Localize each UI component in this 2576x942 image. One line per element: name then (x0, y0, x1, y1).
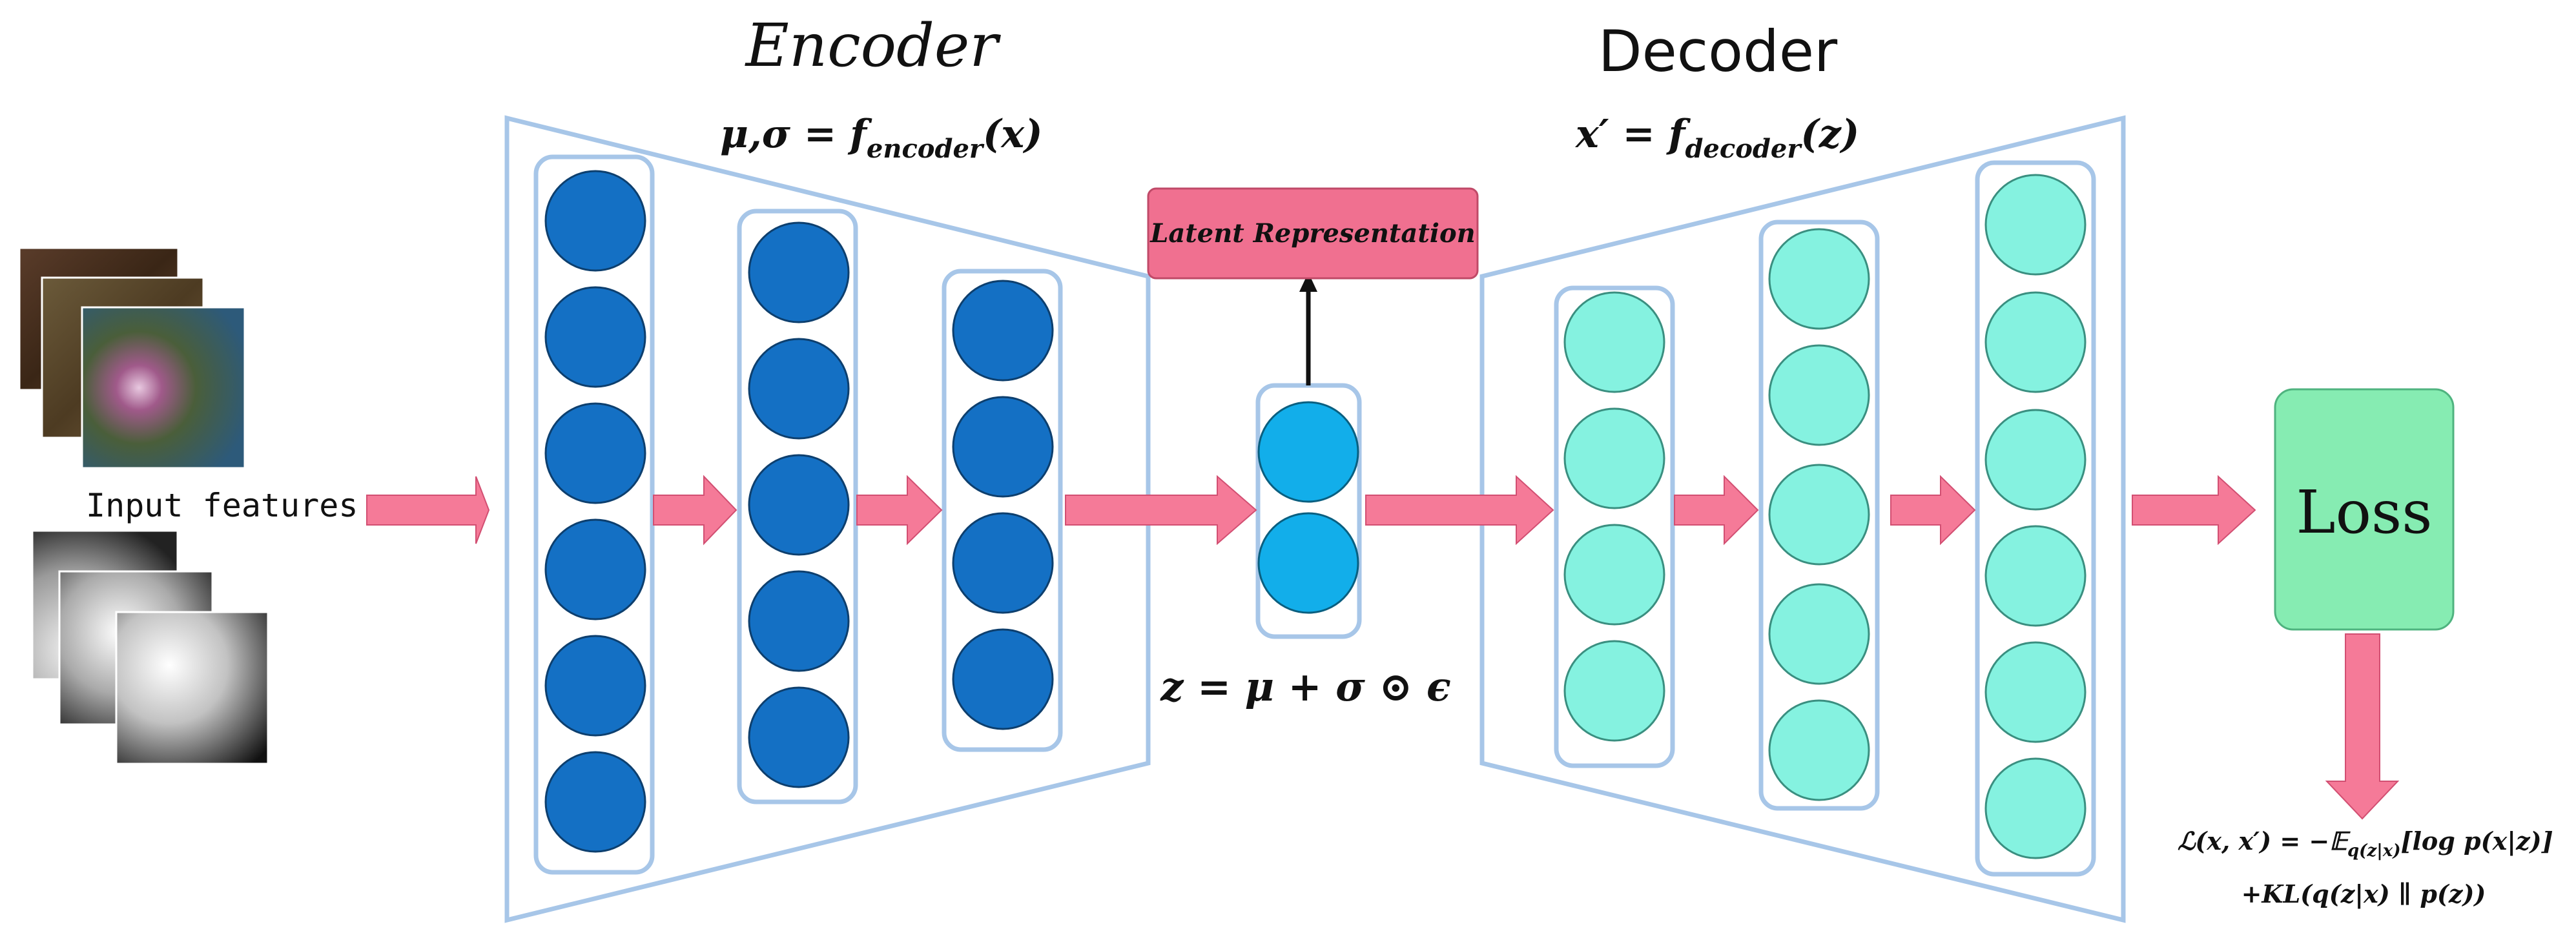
decoder-nodes (1563, 174, 2087, 859)
loss-label: Loss (2296, 478, 2433, 547)
decoder-node (1984, 525, 2087, 627)
latent-nodes (1257, 401, 1359, 614)
decoder-layer-1 (1554, 285, 1675, 768)
encoder-node (748, 686, 850, 788)
decoder-formula-main: x′ = f (1574, 112, 1691, 157)
arrow-enc1-to-enc2 (653, 475, 737, 546)
encoder-node (748, 570, 850, 672)
latent-representation-label: Latent Representation (1149, 218, 1476, 249)
decoder-node (1768, 699, 1870, 801)
flow-arrows (366, 475, 2400, 820)
arrow-loss-down (2325, 633, 2400, 820)
loss-formula-line1-main: ℒ(x, x′) = −𝔼 (2178, 826, 2351, 855)
encoder-node (952, 396, 1054, 498)
input-image-stack-gray (31, 529, 269, 765)
encoder-formula-arg: (x) (983, 112, 1043, 157)
encoder-title: Encoder (745, 11, 1002, 80)
decoder-node (1563, 291, 1665, 393)
encoder-node (544, 170, 646, 272)
input-image-stack-color (18, 247, 246, 469)
encoder-node (544, 402, 646, 504)
arrow-decoder-to-loss (2132, 475, 2256, 546)
decoder-node (1563, 640, 1665, 742)
latent-representation-box (1147, 187, 1479, 280)
latent-node (1257, 401, 1359, 503)
arrow-enc2-to-enc3 (856, 475, 943, 546)
decoder-node (1984, 757, 2087, 859)
encoder-layer-3 (942, 269, 1063, 752)
decoder-layer-3 (1975, 160, 2096, 877)
loss-formula-line1: ℒ(x, x′) = −𝔼q(z|x)[log p(x|z)] (2178, 826, 2553, 861)
decoder-formula: x′ = fdecoder(z) (1574, 112, 1859, 164)
encoder-layer-2 (737, 209, 858, 804)
arrow-latent-to-dec1 (1365, 475, 1554, 546)
decoder-node (1563, 524, 1665, 626)
loss-formula-line1-rest: [log p(x|z)] (2401, 826, 2553, 855)
decoder-node (1984, 174, 2087, 276)
encoder-node (544, 286, 646, 388)
encoder-node (544, 518, 646, 620)
arrow-input-to-encoder (366, 476, 490, 544)
decoder-node (1768, 344, 1870, 446)
latent-formula: z = μ + σ ⊙ ϵ (1160, 663, 1450, 710)
encoder-formula-sub: encoder (867, 134, 985, 164)
decoder-node (1563, 407, 1665, 509)
encoder-formula-main: μ,σ = f (720, 112, 872, 157)
encoder-node (748, 338, 850, 440)
decoder-node (1768, 228, 1870, 330)
decoder-node (1984, 641, 2087, 743)
arrow-enc3-to-latent (1065, 475, 1257, 546)
encoder-node (952, 512, 1054, 614)
decoder-trapezoid (1479, 115, 2126, 923)
loss-formula-line2: +KL(q(z|x) ∥ p(z)) (2241, 879, 2486, 908)
decoder-title: Decoder (1598, 18, 1838, 85)
latent-up-arrow-head (1299, 272, 1317, 292)
encoder-formula: μ,σ = fencoder(x) (720, 112, 1043, 164)
latent-node (1257, 512, 1359, 614)
loss-box (2274, 388, 2455, 631)
encoder-node (748, 221, 850, 323)
encoder-node (952, 628, 1054, 730)
encoder-node (544, 635, 646, 737)
arrow-dec2-to-dec3 (1890, 475, 1976, 546)
decoder-node (1768, 464, 1870, 566)
input-features-label: Input features (86, 487, 358, 524)
encoder-node (748, 454, 850, 556)
input-image-tile (115, 611, 269, 765)
loss-formula-line1-sub: q(z|x) (2347, 841, 2401, 861)
encoder-nodes (544, 170, 1054, 853)
decoder-formula-sub: decoder (1685, 134, 1802, 164)
decoder-node (1984, 291, 2087, 393)
decoder-layer-2 (1758, 220, 1880, 811)
encoder-node (952, 280, 1054, 382)
encoder-node (544, 751, 646, 853)
arrow-dec1-to-dec2 (1674, 475, 1759, 546)
encoder-layer-1 (533, 154, 655, 875)
encoder-trapezoid (504, 115, 1151, 923)
decoder-node (1768, 583, 1870, 685)
decoder-node (1984, 409, 2087, 511)
input-image-tile (81, 306, 246, 469)
decoder-formula-arg: (z) (1800, 112, 1859, 157)
